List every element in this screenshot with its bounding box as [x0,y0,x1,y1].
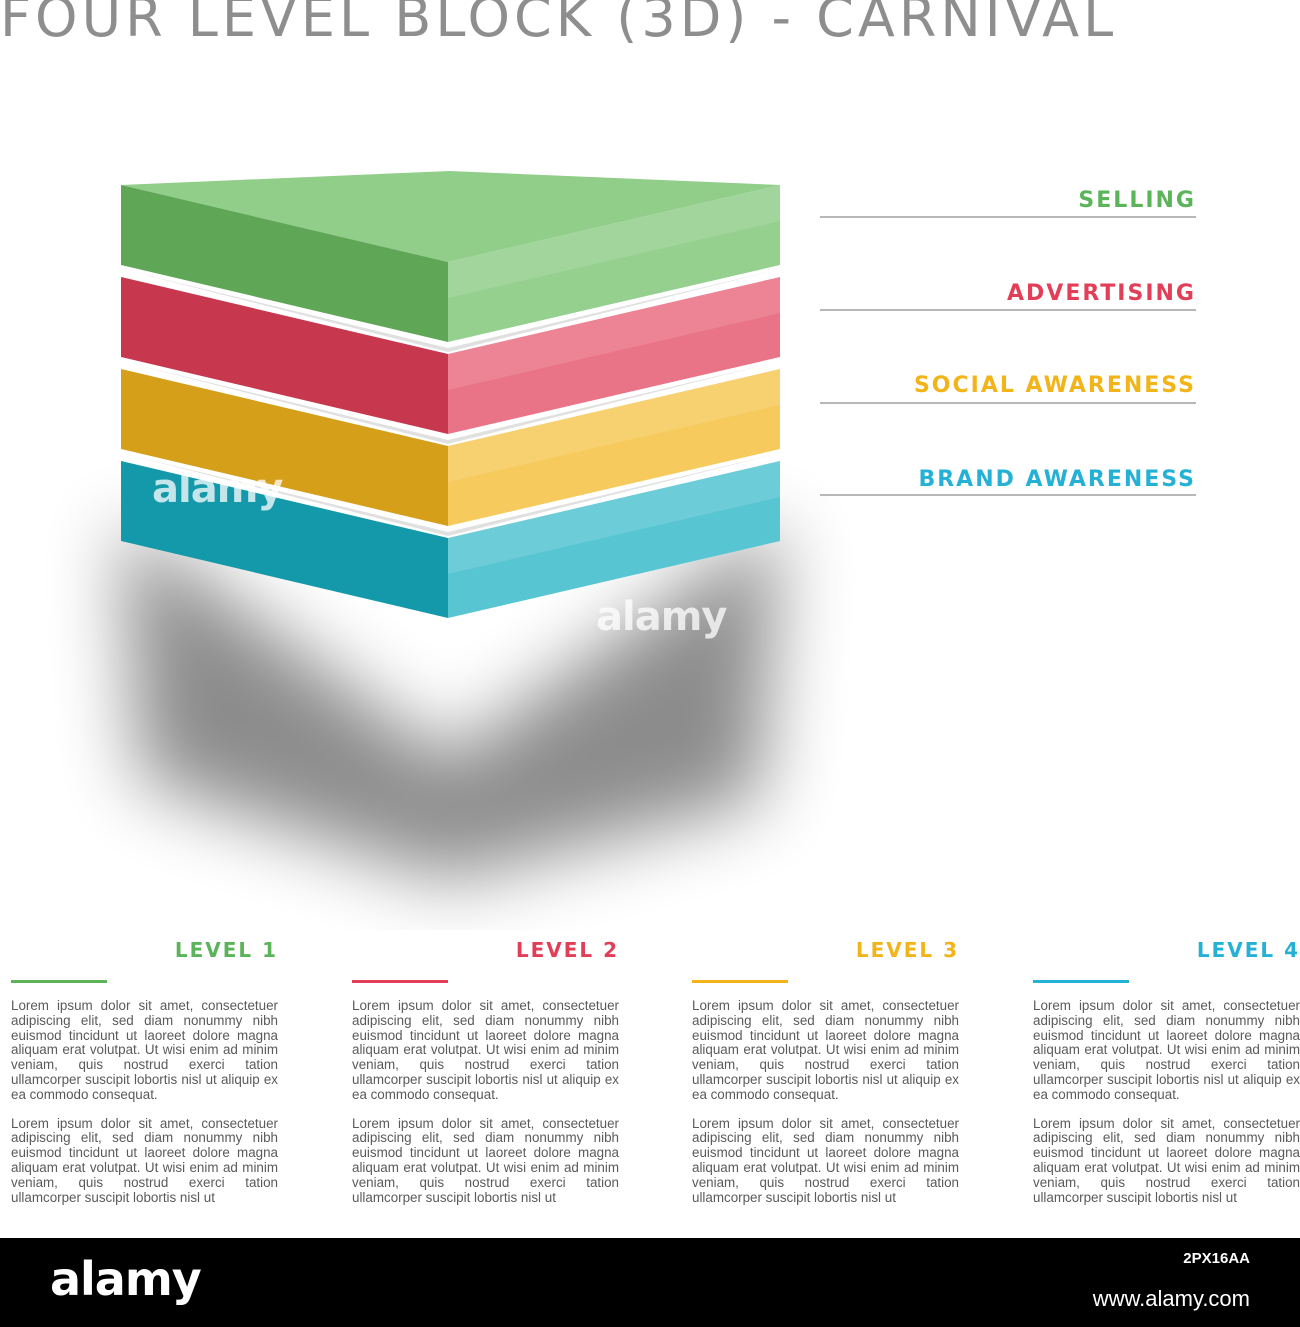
page-title: FOUR LEVEL BLOCK (3D) - CARNIVAL [0,0,1118,49]
level-paragraph: Lorem ipsum dolor sit amet, consectetuer… [692,1115,959,1205]
label-brand-awareness: BRAND AWARENESS [918,467,1196,492]
layer-gloss-advertising [448,277,780,390]
alamy-logo: alamy [50,1252,202,1306]
layer-gloss-social-awareness [448,369,780,482]
label-selling: SELLING [1078,188,1196,213]
level-paragraph: Lorem ipsum dolor sit amet, consectetuer… [692,998,959,1102]
layer-right-face-advertising [448,277,780,434]
level-column-2: LEVEL 2 Lorem ipsum dolor sit amet, cons… [352,930,619,1219]
label-social-awareness: SOCIAL AWARENESS [913,373,1196,398]
level-columns: LEVEL 1 Lorem ipsum dolor sit amet, cons… [11,930,1300,1219]
level-paragraph: Lorem ipsum dolor sit amet, consectetuer… [352,998,619,1102]
label-social-awareness-line [820,402,1196,404]
layer-gloss-selling [448,185,780,298]
level-heading: LEVEL 1 [174,938,278,962]
footer-bar: alamy 2PX16AA www.alamy.com [0,1238,1300,1327]
level-rule [352,980,448,983]
watermark: alamy [596,594,727,640]
level-paragraph: Lorem ipsum dolor sit amet, consectetuer… [11,998,278,1102]
level-rule [692,980,788,983]
layer-top-face-selling [121,171,780,262]
label-brand-awareness-line [820,494,1196,496]
layer-left-face-selling [121,185,448,342]
layer-left-face-advertising [121,277,448,434]
label-selling-line [820,216,1196,218]
block-shadow [120,520,780,880]
label-advertising-line [820,309,1196,311]
footer-url: www.alamy.com [1092,1286,1250,1311]
image-id: 2PX16AA [1183,1250,1250,1267]
layer-right-face-selling [448,185,780,342]
level-heading: LEVEL 4 [1196,938,1300,962]
level-paragraph: Lorem ipsum dolor sit amet, consectetuer… [1033,1115,1300,1205]
layer-left-face-brand-awareness [121,461,448,618]
label-advertising: ADVERTISING [1007,281,1196,306]
level-column-1: LEVEL 1 Lorem ipsum dolor sit amet, cons… [11,930,278,1219]
level-column-4: LEVEL 4 Lorem ipsum dolor sit amet, cons… [1033,930,1300,1219]
layer-gloss-brand-awareness [448,461,780,574]
level-rule [1033,980,1129,983]
layer-left-face-social-awareness [121,369,448,526]
four-level-block-diagram [120,171,780,880]
layer-right-face-social-awareness [448,369,780,526]
level-heading: LEVEL 2 [515,938,619,962]
level-paragraph: Lorem ipsum dolor sit amet, consectetuer… [352,1115,619,1205]
level-heading: LEVEL 3 [855,938,959,962]
level-rule [11,980,107,983]
watermark: alamy [152,466,283,512]
level-paragraph: Lorem ipsum dolor sit amet, consectetuer… [1033,998,1300,1102]
level-paragraph: Lorem ipsum dolor sit amet, consectetuer… [11,1115,278,1205]
layer-right-face-brand-awareness [448,461,780,618]
level-column-3: LEVEL 3 Lorem ipsum dolor sit amet, cons… [692,930,959,1219]
